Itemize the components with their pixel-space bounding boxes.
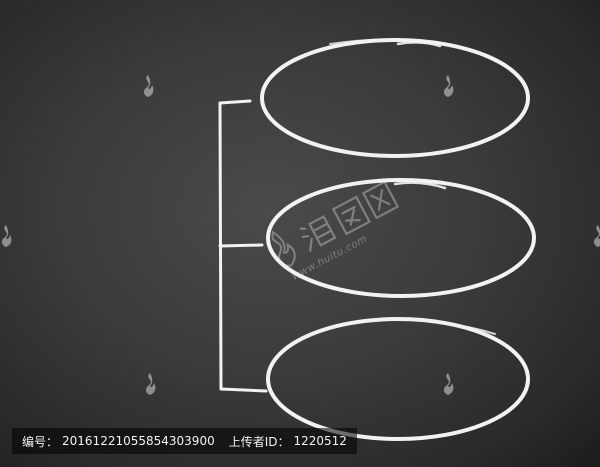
flame-mark-icon xyxy=(584,222,600,250)
bracket-connector xyxy=(218,99,268,393)
bracket-bottom-arm xyxy=(219,387,268,393)
flame-mark-icon xyxy=(134,72,162,100)
bracket-middle-arm xyxy=(218,243,264,248)
bracket-top-arm xyxy=(218,99,252,105)
uploader-value: 1220512 xyxy=(293,434,347,448)
oval-middle xyxy=(266,178,536,298)
uploader-label: 上传者ID： xyxy=(228,434,290,449)
id-value: 20161221055854303900 xyxy=(62,434,215,448)
image-credit-bar: 编号： 20161221055854303900 上传者ID： 1220512 xyxy=(12,428,357,454)
flame-mark-icon xyxy=(136,370,164,398)
oval-top xyxy=(260,38,530,158)
oval-bottom xyxy=(266,317,530,441)
flame-mark-icon xyxy=(434,72,462,100)
flame-mark-icon xyxy=(0,222,20,250)
flame-logo-icon xyxy=(271,180,400,267)
watermark-logo: www.huitu.com xyxy=(248,161,418,302)
flame-mark-icon xyxy=(434,370,462,398)
id-label: 编号： xyxy=(22,434,59,449)
